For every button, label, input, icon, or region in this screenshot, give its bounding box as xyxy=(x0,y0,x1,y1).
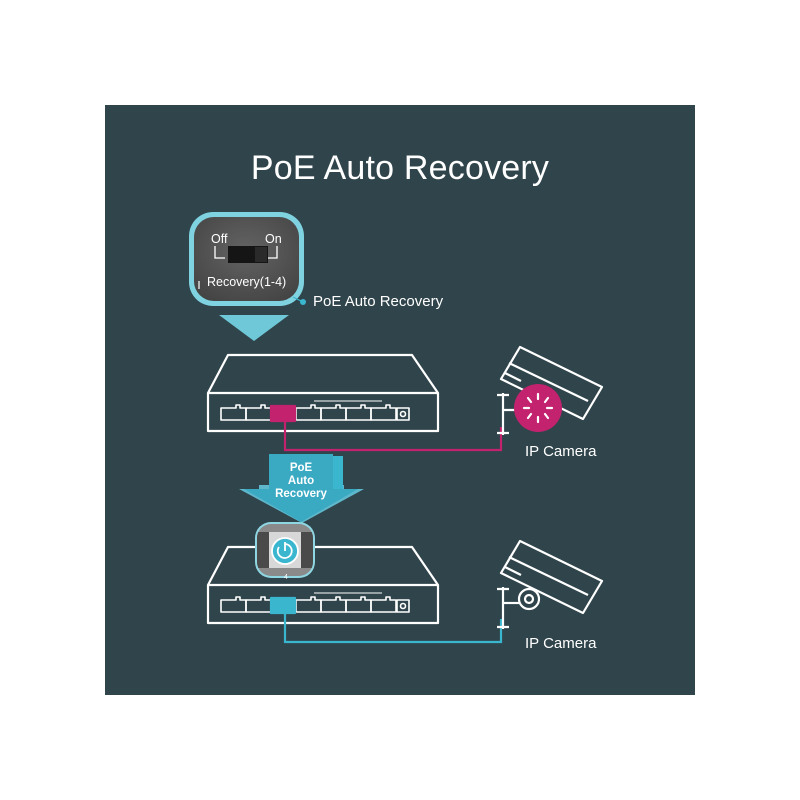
poe-switch-top xyxy=(206,353,440,433)
callout-label: PoE Auto Recovery xyxy=(313,293,444,310)
faulty-port xyxy=(269,404,297,423)
poe-auto-recovery-panel: PoE Auto Recovery Off xyxy=(105,105,695,695)
poe-switch-bottom xyxy=(206,545,440,625)
ip-camera-icon xyxy=(497,539,604,629)
arrow-text-line2: Auto xyxy=(288,475,314,487)
down-arrow-icon: PoE Auto Recovery xyxy=(239,454,364,523)
switch-zoom-detail: Off On Recovery(1-4) xyxy=(189,212,306,341)
callout-dot xyxy=(300,299,306,305)
page-title: PoE Auto Recovery xyxy=(250,149,550,187)
diagram-canvas: Off On Recovery(1-4) xyxy=(189,212,604,644)
arrow-text-line1: PoE xyxy=(290,462,313,474)
arrow-text-line3: Recovery xyxy=(275,488,327,500)
switch-on-label: On xyxy=(265,232,282,246)
port-number-label: 4 xyxy=(284,574,288,581)
recovery-button-detail: 4 xyxy=(255,522,315,581)
switch-recovery-label: Recovery(1-4) xyxy=(207,275,286,289)
recovered-port xyxy=(269,596,297,615)
ip-camera-top-label: IP Camera xyxy=(525,443,597,460)
switch-off-label: Off xyxy=(211,232,228,246)
zoom-pointer xyxy=(219,315,289,341)
cable-recovered xyxy=(283,613,503,644)
ip-camera-bottom-label: IP Camera xyxy=(525,635,597,652)
cable-faulty xyxy=(283,421,503,452)
ip-camera-icon xyxy=(497,345,604,435)
fault-icon xyxy=(514,384,562,432)
ip-camera-top xyxy=(497,345,604,435)
ip-camera-bottom xyxy=(497,539,604,629)
